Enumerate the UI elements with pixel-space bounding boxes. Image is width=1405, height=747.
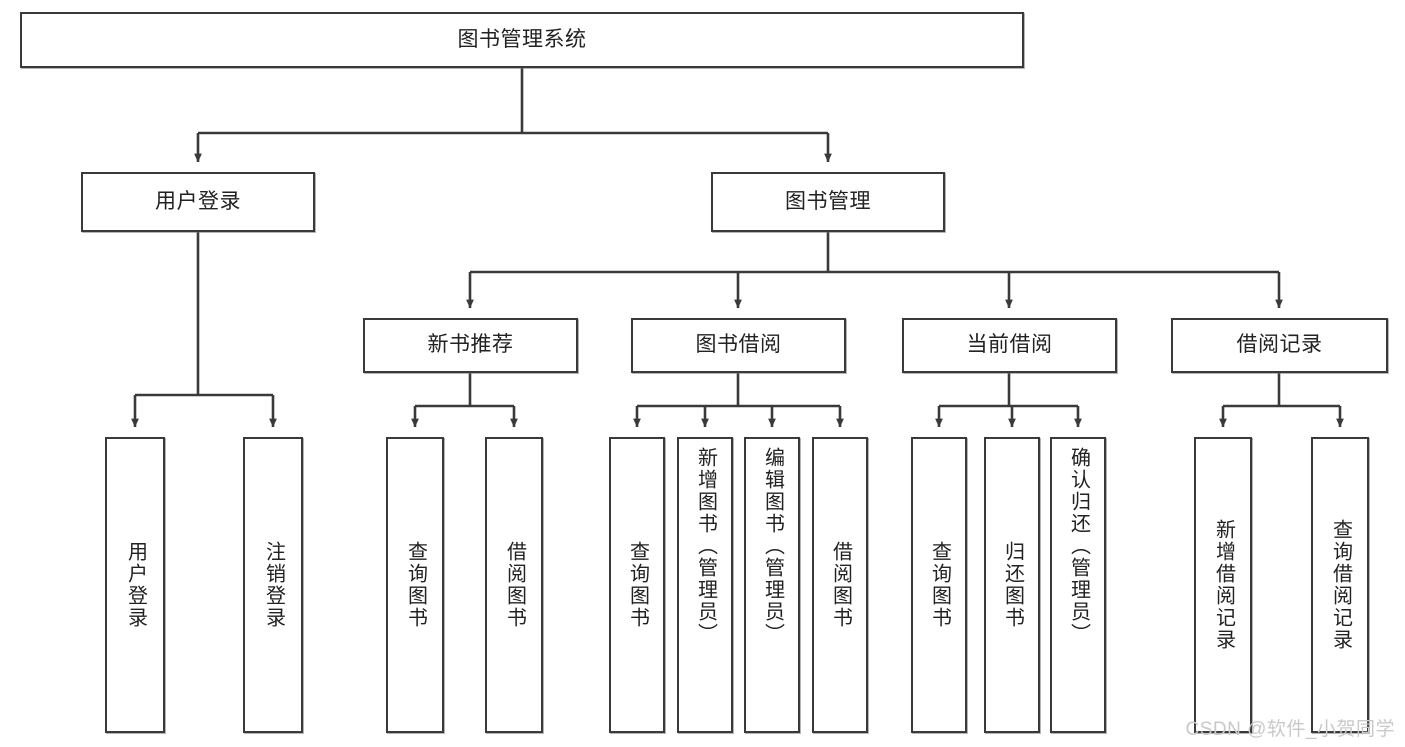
connectors-book-manage xyxy=(466,232,1283,309)
node-leaf-borrow-book-2-label: 借阅图书 xyxy=(829,541,852,629)
node-leaf-return-book[interactable]: 归还图书 xyxy=(984,437,1040,733)
node-leaf-add-book-label: 新增图书（管理员） xyxy=(694,447,717,645)
node-new-book-recommend-label: 新书推荐 xyxy=(427,333,514,357)
node-user-login-label: 用户登录 xyxy=(155,189,241,213)
node-current-borrow-label: 当前借阅 xyxy=(966,333,1053,357)
node-leaf-query-record-label: 查询借阅记录 xyxy=(1329,519,1352,651)
node-leaf-user-login[interactable]: 用户登录 xyxy=(105,437,165,733)
node-leaf-query-book-2[interactable]: 查询图书 xyxy=(609,437,665,733)
node-book-manage[interactable]: 图书管理 xyxy=(711,172,945,232)
node-leaf-add-book[interactable]: 新增图书（管理员） xyxy=(677,437,733,733)
node-leaf-query-book-3[interactable]: 查询图书 xyxy=(911,437,967,733)
node-leaf-user-logout-label: 注销登录 xyxy=(262,541,285,629)
node-book-borrow-label: 图书借阅 xyxy=(695,333,782,357)
node-root[interactable]: 图书管理系统 xyxy=(20,12,1024,68)
connectors-borrow-record xyxy=(1219,373,1344,428)
node-leaf-user-logout[interactable]: 注销登录 xyxy=(243,437,303,733)
node-borrow-record-label: 借阅记录 xyxy=(1236,333,1323,357)
node-leaf-query-book-1-label: 查询图书 xyxy=(404,541,427,629)
node-new-book-recommend[interactable]: 新书推荐 xyxy=(363,318,578,373)
node-leaf-borrow-book-1[interactable]: 借阅图书 xyxy=(485,437,543,733)
node-leaf-query-book-2-label: 查询图书 xyxy=(626,541,649,629)
node-leaf-confirm-return[interactable]: 确认归还（管理员） xyxy=(1050,437,1106,733)
node-leaf-confirm-return-label: 确认归还（管理员） xyxy=(1067,447,1090,645)
connectors-new-book-recommend xyxy=(411,373,518,428)
node-leaf-return-book-label: 归还图书 xyxy=(1001,541,1024,629)
connectors-current-borrow xyxy=(935,373,1082,428)
node-leaf-add-record[interactable]: 新增借阅记录 xyxy=(1194,437,1252,733)
node-leaf-query-book-3-label: 查询图书 xyxy=(928,541,951,629)
node-user-login[interactable]: 用户登录 xyxy=(81,172,315,232)
node-root-label: 图书管理系统 xyxy=(457,27,587,51)
node-leaf-edit-book-label: 编辑图书（管理员） xyxy=(761,447,784,645)
node-borrow-record[interactable]: 借阅记录 xyxy=(1171,318,1388,373)
node-leaf-edit-book[interactable]: 编辑图书（管理员） xyxy=(744,437,800,733)
node-leaf-query-record[interactable]: 查询借阅记录 xyxy=(1311,437,1369,733)
node-book-manage-label: 图书管理 xyxy=(785,189,871,213)
node-book-borrow[interactable]: 图书借阅 xyxy=(631,318,846,373)
connectors-book-borrow xyxy=(633,373,844,428)
node-current-borrow[interactable]: 当前借阅 xyxy=(902,318,1117,373)
connectors-root xyxy=(194,68,832,163)
node-leaf-query-book-1[interactable]: 查询图书 xyxy=(386,437,444,733)
node-leaf-user-login-label: 用户登录 xyxy=(124,541,147,629)
connectors-user-login xyxy=(131,232,277,428)
node-leaf-borrow-book-1-label: 借阅图书 xyxy=(503,541,526,629)
node-leaf-borrow-book-2[interactable]: 借阅图书 xyxy=(812,437,868,733)
node-leaf-add-record-label: 新增借阅记录 xyxy=(1212,519,1235,651)
